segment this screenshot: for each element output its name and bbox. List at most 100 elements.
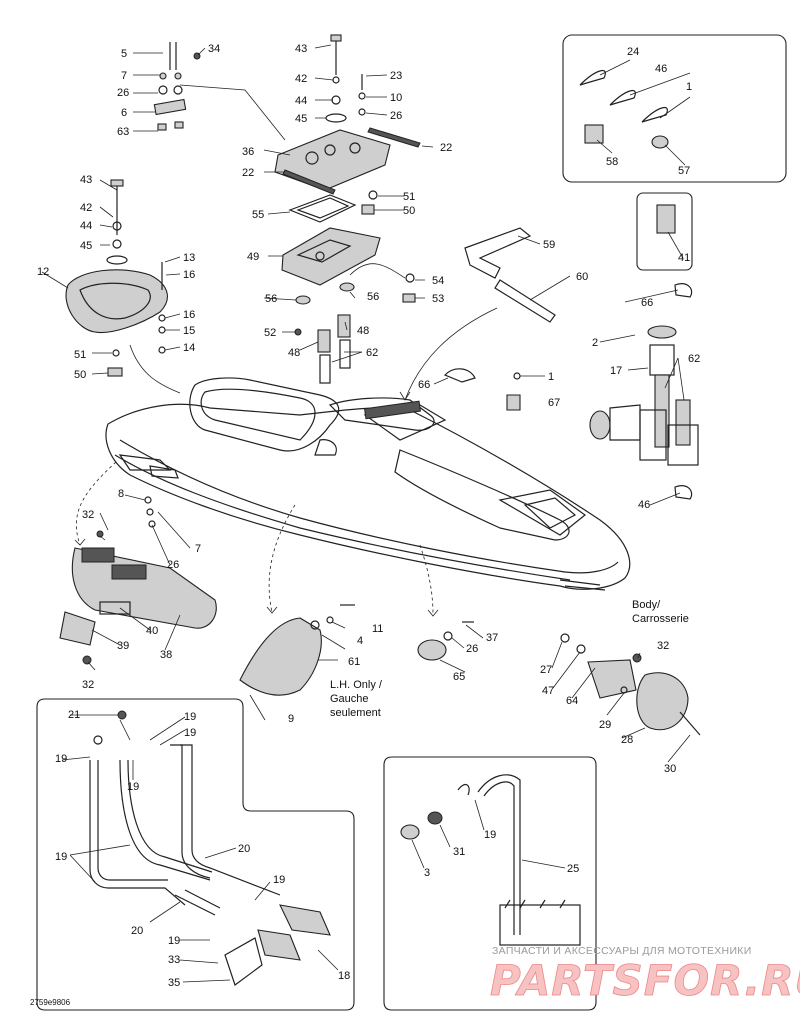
callout-29: 29 xyxy=(599,719,611,731)
callout-32: 32 xyxy=(82,679,94,691)
hose-assembly xyxy=(89,710,331,986)
callout-9: 9 xyxy=(288,713,294,725)
callout-44: 44 xyxy=(295,95,307,107)
diagram-code: 2759e9806 xyxy=(30,998,71,1007)
callout-17: 17 xyxy=(610,365,622,377)
callout-49: 49 xyxy=(247,251,259,263)
body-note-line1: Body/ xyxy=(632,599,661,611)
callout-66: 66 xyxy=(418,379,430,391)
hull-body xyxy=(105,377,631,591)
callout-37: 37 xyxy=(486,632,498,644)
callout-46: 46 xyxy=(638,499,650,511)
lh-only-note-line1: L.H. Only / xyxy=(330,679,383,691)
callout-27: 27 xyxy=(540,664,552,676)
callout-43: 43 xyxy=(295,43,307,55)
callout-50: 50 xyxy=(74,369,86,381)
callout-26: 26 xyxy=(466,643,478,655)
inset-box-vent xyxy=(383,756,597,1011)
callout-31: 31 xyxy=(453,846,465,858)
callout-33: 33 xyxy=(168,954,180,966)
callout-35: 35 xyxy=(168,977,180,989)
callout-22: 22 xyxy=(440,142,452,154)
inset-box-clips xyxy=(562,34,787,183)
seal-59-60 xyxy=(464,227,556,323)
callout-15: 15 xyxy=(183,325,195,337)
callout-48: 48 xyxy=(288,347,300,359)
hardware-top-left xyxy=(153,42,201,131)
callout-50: 50 xyxy=(403,205,415,217)
callout-19: 19 xyxy=(55,753,67,765)
callout-4: 4 xyxy=(357,635,363,647)
inset-box-41 xyxy=(636,192,693,271)
gasket-55 xyxy=(288,194,357,223)
callout-26: 26 xyxy=(167,559,179,571)
leader-lines xyxy=(41,44,691,983)
part-65-37-26 xyxy=(417,621,474,661)
callout-55: 55 xyxy=(252,209,264,221)
callout-47: 47 xyxy=(542,685,554,697)
right-lower-parts xyxy=(560,633,701,736)
callout-18: 18 xyxy=(338,970,350,982)
pad-22 xyxy=(282,127,421,195)
callout-30: 30 xyxy=(664,763,676,775)
callout-19: 19 xyxy=(168,935,180,947)
callout-66: 66 xyxy=(641,297,653,309)
callout-16: 16 xyxy=(183,269,195,281)
springs-48-62 xyxy=(294,282,355,384)
callout-51: 51 xyxy=(74,349,86,361)
callout-34: 34 xyxy=(208,43,220,55)
callout-40: 40 xyxy=(146,625,158,637)
callout-6: 6 xyxy=(121,107,127,119)
callout-19: 19 xyxy=(184,711,196,723)
vent-tube-25 xyxy=(400,774,581,946)
callout-60: 60 xyxy=(576,271,588,283)
callout-41: 41 xyxy=(678,252,690,264)
watermark-caption: ЗАПЧАСТИ И АКСЕССУАРЫ ДЛЯ МОТОТЕХНИКИ xyxy=(492,945,752,957)
callout-14: 14 xyxy=(183,342,195,354)
lh-only-note-line3: seulement xyxy=(330,707,381,719)
seat-12 xyxy=(65,269,168,334)
callout-51: 51 xyxy=(403,191,415,203)
callout-24: 24 xyxy=(627,46,639,58)
callout-1: 1 xyxy=(686,81,692,93)
callout-42: 42 xyxy=(295,73,307,85)
callout-2: 2 xyxy=(592,337,598,349)
callout-23: 23 xyxy=(390,70,402,82)
callout-58: 58 xyxy=(606,156,618,168)
callout-26: 26 xyxy=(117,87,129,99)
callout-16: 16 xyxy=(183,309,195,321)
callout-65: 65 xyxy=(453,671,465,683)
callout-19: 19 xyxy=(184,727,196,739)
callout-63: 63 xyxy=(117,126,129,138)
rear-left-parts xyxy=(59,496,217,665)
clips-46-66 xyxy=(443,283,693,500)
callout-42: 42 xyxy=(80,202,92,214)
callout-43: 43 xyxy=(80,174,92,186)
callout-19: 19 xyxy=(127,781,139,793)
callout-36: 36 xyxy=(242,146,254,158)
part-9-and-61 xyxy=(239,604,355,696)
callout-25: 25 xyxy=(567,863,579,875)
callout-19: 19 xyxy=(273,874,285,886)
callout-38: 38 xyxy=(160,649,172,661)
callout-7: 7 xyxy=(121,70,127,82)
plate-49 xyxy=(281,227,381,286)
callout-26: 26 xyxy=(390,110,402,122)
hardware-top-center xyxy=(325,34,378,215)
callout-64: 64 xyxy=(566,695,578,707)
callout-44: 44 xyxy=(80,220,92,232)
callout-3: 3 xyxy=(424,867,430,879)
callout-57: 57 xyxy=(678,165,690,177)
hardware-left-column xyxy=(106,179,166,377)
inset-box-hoses xyxy=(36,698,355,1011)
callout-11: 11 xyxy=(372,623,383,635)
callout-32: 32 xyxy=(82,509,94,521)
lh-only-note-line2: Gauche xyxy=(330,693,369,705)
callout-28: 28 xyxy=(621,734,633,746)
callout-12: 12 xyxy=(37,266,49,278)
callout-19: 19 xyxy=(55,851,67,863)
callout-62: 62 xyxy=(366,347,378,359)
callout-62: 62 xyxy=(688,353,700,365)
callout-46: 46 xyxy=(655,63,667,75)
